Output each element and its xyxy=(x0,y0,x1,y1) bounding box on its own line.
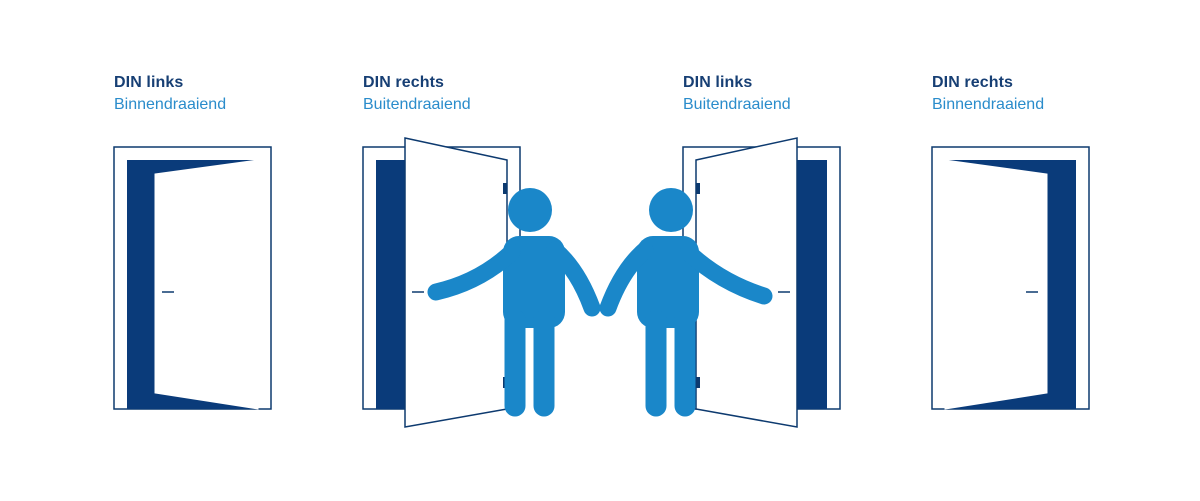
person-left-arm-left xyxy=(427,243,521,301)
door-label-4: DIN rechts Binnendraaiend xyxy=(932,72,1044,116)
door-4-subtitle: Binnendraaiend xyxy=(932,96,1045,113)
door-3-hinge-top xyxy=(696,183,700,194)
person-right-head xyxy=(649,188,693,232)
door-3-title: DIN links xyxy=(683,74,753,91)
door-2-din-rechts-outward xyxy=(362,137,521,428)
door-label-2: DIN rechts Buitendraaiend xyxy=(363,72,471,116)
door-4-din-rechts-inward xyxy=(931,146,1090,410)
door-2-hinge-top xyxy=(503,183,507,194)
door-label-1: DIN links Binnendraaiend xyxy=(114,72,226,116)
person-left-torso xyxy=(503,236,565,328)
person-left-head xyxy=(508,188,552,232)
door-1-din-links-inward xyxy=(113,146,272,410)
door-2-title: DIN rechts xyxy=(363,74,445,91)
person-right-icon xyxy=(599,188,773,417)
person-left-icon xyxy=(427,188,601,417)
door-3-din-links-outward xyxy=(682,137,841,428)
person-left-arm-right xyxy=(546,241,601,317)
door-label-3: DIN links Buitendraaiend xyxy=(683,72,791,116)
door-2-subtitle: Buitendraaiend xyxy=(363,96,471,113)
door-1-subtitle: Binnendraaiend xyxy=(114,96,227,113)
person-right-arm-left xyxy=(599,241,654,317)
door-4-title: DIN rechts xyxy=(932,74,1014,91)
door-1-title: DIN links xyxy=(114,74,184,91)
person-right-arm-right xyxy=(679,243,773,305)
door-3-subtitle: Buitendraaiend xyxy=(683,96,791,113)
door-1-leaf xyxy=(154,159,259,410)
door-4-leaf xyxy=(944,159,1048,410)
door-3-hinge-bottom xyxy=(696,377,700,388)
